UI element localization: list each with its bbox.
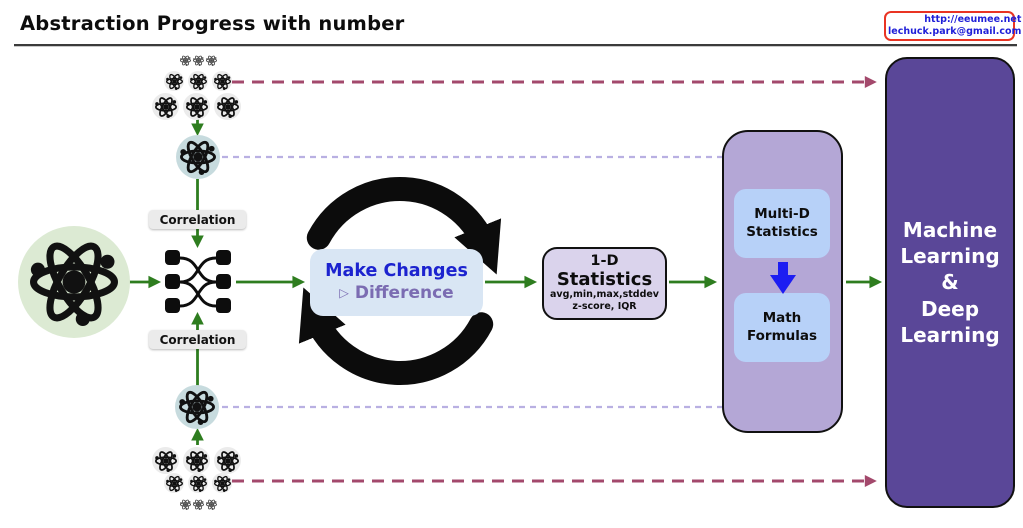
atom-icon	[180, 499, 191, 510]
make-changes-title: Make Changes	[325, 260, 468, 281]
atom-icon	[213, 73, 231, 90]
atom-icon	[213, 475, 231, 492]
atom-icon	[165, 475, 183, 492]
page-title: Abstraction Progress with number	[20, 12, 405, 35]
atom-icon	[185, 450, 208, 472]
correlation-label-top: Correlation	[149, 210, 246, 229]
source-atom	[18, 226, 130, 338]
atom-cluster-top-small	[164, 71, 232, 91]
atom-icon	[193, 55, 204, 66]
atom-icon	[189, 475, 207, 492]
correlation-label-bottom: Correlation	[149, 330, 246, 349]
atom-cluster-top-medium	[152, 93, 241, 120]
cycle-arrows-icon	[298, 177, 502, 385]
one-d-statistics-box: 1-D Statistics avg,min,max,stddev z-scor…	[542, 247, 667, 320]
atom-icon	[179, 389, 215, 425]
atom-icon	[189, 73, 207, 90]
title-underline	[14, 44, 1017, 47]
make-changes-box: Make Changes ▷ Difference	[310, 249, 483, 316]
atom-cluster-bottom-tiny	[180, 499, 217, 510]
atom-icon	[30, 238, 118, 326]
multi-d-statistics-box: Multi-D Statistics	[734, 189, 830, 258]
atom-cluster-top-tiny	[180, 55, 217, 66]
atom-icon	[180, 55, 191, 66]
atom-icon	[216, 96, 239, 118]
author-badge[interactable]: http://eeumee.net lechuck.park@gmail.com	[884, 11, 1021, 41]
atom-icon	[154, 450, 177, 472]
atom-cluster-bottom-medium	[152, 447, 241, 474]
atom-icon	[180, 139, 216, 175]
atom-icon	[206, 55, 217, 66]
atom-icon	[206, 499, 217, 510]
triangle-marker-icon: ▷	[339, 284, 349, 300]
abstracted-atom-bottom	[175, 385, 219, 429]
network-mapping-icon	[165, 250, 231, 313]
badge-url: http://eeumee.net	[924, 14, 1022, 26]
multi-d-container: Multi-D Statistics Math Formulas	[722, 130, 843, 433]
atom-icon	[154, 96, 177, 118]
atom-cluster-bottom-small	[164, 473, 232, 493]
badge-email: lechuck.park@gmail.com	[888, 26, 1022, 37]
atom-icon	[165, 73, 183, 90]
atom-icon	[185, 96, 208, 118]
machine-learning-box: Machine Learning & Deep Learning	[885, 57, 1015, 508]
atom-icon	[216, 450, 239, 472]
abstracted-atom-top	[176, 135, 220, 179]
math-formulas-box: Math Formulas	[734, 293, 830, 362]
atom-icon	[193, 499, 204, 510]
difference-subtitle: ▷ Difference	[339, 282, 454, 303]
